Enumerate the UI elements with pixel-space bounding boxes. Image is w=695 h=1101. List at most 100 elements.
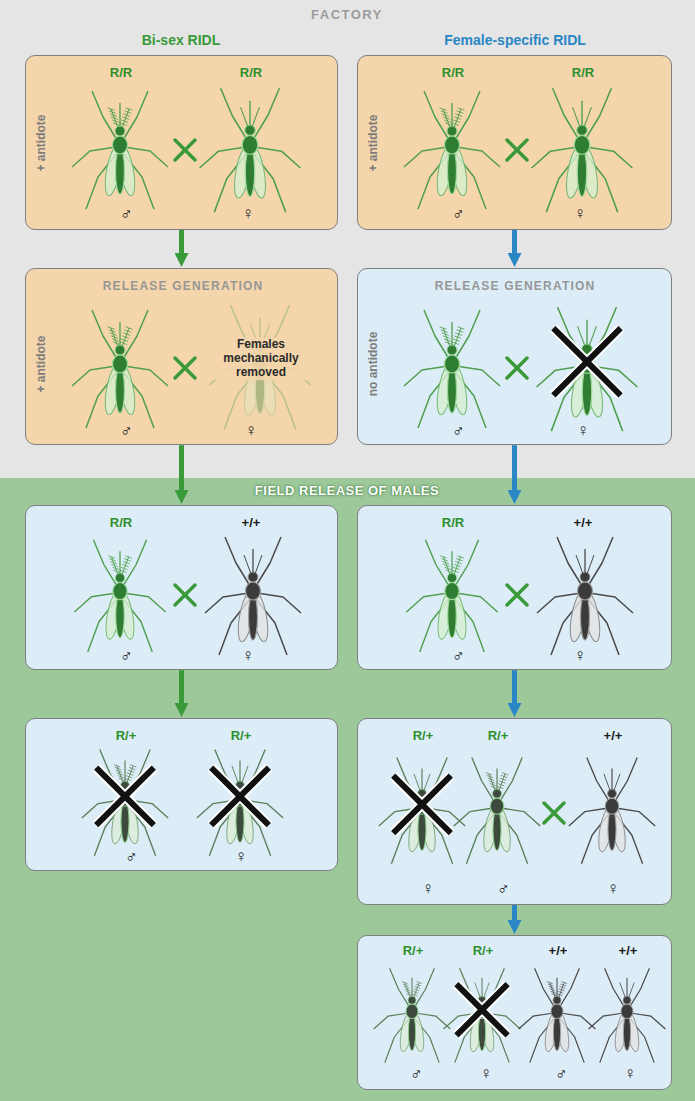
antenna-plume bbox=[412, 994, 418, 996]
box-text: FACTORY bbox=[311, 7, 383, 23]
text-slot: RELEASE GENERATION bbox=[435, 276, 596, 294]
mosquito-head bbox=[580, 572, 590, 582]
mosquito-thorax bbox=[113, 355, 128, 373]
antenna-plume bbox=[413, 991, 419, 993]
text-slot: R/+ bbox=[403, 941, 424, 959]
antenna-plume bbox=[441, 559, 448, 561]
mosquito-proboscis bbox=[626, 978, 627, 996]
text-slot: +/+ bbox=[242, 513, 261, 531]
sex-symbol: ♀ bbox=[242, 646, 255, 666]
sex-symbol: ♂ bbox=[120, 204, 133, 224]
antenna-plume bbox=[124, 111, 131, 114]
stage-box: R/+R/++/+♀♂♀ bbox=[357, 718, 672, 905]
mosquito-proboscis bbox=[451, 551, 452, 573]
mosquito-antenna bbox=[589, 326, 596, 346]
antenna-plume bbox=[115, 767, 121, 769]
antenna-plume bbox=[112, 567, 119, 569]
text-slot: ♀ bbox=[607, 879, 620, 899]
mosquito-antenna bbox=[573, 107, 580, 127]
mosquito-leg bbox=[425, 540, 449, 587]
mosquito-leg bbox=[123, 91, 148, 140]
cross-stroke bbox=[175, 585, 195, 605]
cross-stroke bbox=[507, 140, 527, 160]
antenna-plume bbox=[113, 570, 120, 572]
antenna-plume bbox=[414, 989, 420, 991]
mosquito-proboscis bbox=[411, 978, 412, 996]
box-text: no antidote bbox=[366, 332, 380, 397]
mosquito-antenna bbox=[484, 983, 490, 998]
antenna-plume bbox=[118, 776, 124, 778]
antenna-plume bbox=[109, 559, 116, 561]
genotype-label: +/+ bbox=[604, 728, 623, 744]
mosquito-leg bbox=[587, 758, 610, 802]
cross-stroke bbox=[175, 358, 195, 378]
antenna-plume bbox=[491, 786, 497, 788]
text-slot: ♀ bbox=[245, 421, 258, 441]
antenna-plume bbox=[126, 108, 133, 111]
cross-symbol bbox=[507, 140, 527, 160]
antenna-plume bbox=[550, 989, 556, 991]
text-slot: + antidote bbox=[363, 114, 381, 171]
mosquito-illustration bbox=[357, 505, 670, 668]
antenna-plume bbox=[561, 984, 567, 986]
antenna-plume bbox=[486, 773, 492, 775]
antenna-plume bbox=[112, 120, 119, 123]
mosquito-leg bbox=[123, 310, 148, 359]
mosquito-abdomen bbox=[245, 148, 254, 196]
antenna-plume bbox=[456, 330, 463, 333]
mosquito-illustration bbox=[25, 505, 336, 668]
mosquito-figure bbox=[379, 758, 465, 864]
stage-box: R/R+/+♂♀ bbox=[357, 505, 672, 670]
mosquito-head bbox=[447, 126, 457, 136]
antenna-plume bbox=[123, 114, 130, 117]
mosquito-leg bbox=[559, 968, 579, 1007]
mosquito-head bbox=[115, 126, 125, 136]
death-cross bbox=[96, 768, 154, 826]
mosquito-head bbox=[408, 996, 416, 1004]
sex-symbol: ♂ bbox=[125, 847, 138, 867]
mosquito-head bbox=[115, 345, 125, 355]
death-cross bbox=[553, 328, 620, 395]
antenna-plume bbox=[453, 339, 460, 342]
sex-symbol: ♀ bbox=[235, 847, 248, 867]
antenna-plume bbox=[442, 114, 449, 117]
antenna-plume bbox=[500, 778, 506, 780]
mosquito-thorax bbox=[490, 798, 504, 814]
mosquito-antenna bbox=[629, 983, 635, 998]
cross-stroke bbox=[507, 585, 527, 605]
mosquito-figure bbox=[569, 758, 655, 864]
antenna-plume bbox=[121, 339, 128, 342]
text-slot: R/+ bbox=[473, 941, 494, 959]
mosquito-thorax bbox=[113, 583, 127, 600]
mosquito-thorax bbox=[578, 582, 593, 600]
stage-box: R/R+/+♂♀ bbox=[25, 505, 338, 670]
text-slot: ♀ bbox=[577, 421, 590, 441]
antenna-plume bbox=[108, 556, 115, 558]
death-stroke bbox=[393, 776, 451, 834]
mosquito-proboscis bbox=[611, 768, 612, 789]
death-stroke bbox=[96, 768, 154, 826]
mosquito-leg bbox=[472, 758, 495, 802]
text-slot: FACTORY bbox=[311, 5, 383, 23]
antenna-plume bbox=[551, 991, 557, 993]
mosquito-leg bbox=[256, 537, 281, 586]
mosquito-abdomen bbox=[116, 148, 125, 194]
mosquito-illustration bbox=[357, 268, 670, 443]
flow-arrow bbox=[512, 905, 517, 921]
death-stroke bbox=[553, 328, 620, 395]
text-slot: R/R bbox=[240, 63, 262, 81]
sex-symbol: ♀ bbox=[242, 204, 255, 224]
death-stroke bbox=[456, 984, 507, 1035]
antenna-plume bbox=[404, 986, 410, 988]
antenna-plume bbox=[443, 564, 450, 566]
text-slot: R/R bbox=[110, 513, 132, 531]
antenna-plume bbox=[499, 781, 505, 783]
antenna-plume bbox=[110, 114, 117, 117]
mosquito-thorax bbox=[574, 135, 590, 154]
cross-stroke bbox=[175, 140, 195, 160]
mosquito-leg bbox=[93, 540, 117, 587]
antenna-plume bbox=[444, 120, 451, 123]
sex-symbol: ♀ bbox=[480, 1064, 493, 1084]
genotype-label: R/+ bbox=[413, 728, 434, 744]
sex-symbol: ♂ bbox=[497, 879, 510, 899]
